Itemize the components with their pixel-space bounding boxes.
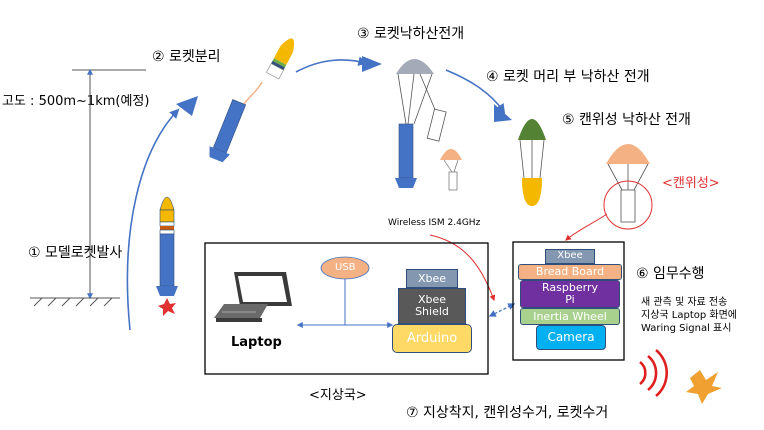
- small-orange-parachute: [440, 149, 462, 191]
- cansat-box: [512, 241, 625, 361]
- ground-xbee: Xbee: [406, 269, 458, 288]
- cansat-xbee: Xbee: [545, 249, 595, 264]
- laptop-icon: [214, 272, 292, 322]
- wireless-link: [429, 234, 516, 317]
- cansat-label: <캔위성>: [662, 176, 720, 191]
- stage-6-label: ⑥ 임무수행: [636, 266, 705, 282]
- trajectory-arrow-2: [362, 56, 382, 72]
- mission-notes: 새 관측 및 자료 전송 지상국 Laptop 화면에 Waring Signa…: [641, 296, 737, 335]
- laptop-usb-link: [296, 278, 394, 328]
- descending-rocket-body: [395, 123, 417, 188]
- stage-3-label: ③ 로켓낙하산전개: [357, 26, 465, 42]
- separated-rocket-body: [209, 99, 247, 163]
- ground-xbee-shield: Xbee Shield: [398, 288, 466, 324]
- usb-ellipse: [320, 256, 370, 280]
- altitude-scale: [30, 68, 146, 307]
- launch-rocket: [156, 196, 178, 316]
- cansat-raspberry-pi: Raspberry Pi: [520, 280, 620, 308]
- altitude-label: 고도 : 500m~1km(예정): [2, 94, 150, 109]
- separated-rocket-nose: [266, 38, 295, 80]
- wireless-label: Wireless ISM 2.4GHz: [388, 218, 481, 228]
- stage-7-label: ⑦ 지상착지, 캔위성수거, 로켓수거: [406, 405, 609, 421]
- laptop-label: Laptop: [231, 335, 282, 350]
- ground-station-label: <지상국>: [309, 388, 367, 403]
- warning-signal-icon: [639, 349, 669, 397]
- usb-label: USB: [335, 262, 356, 273]
- flight-trajectory: [126, 56, 506, 331]
- ground-station-box: [204, 242, 489, 375]
- cansat-camera: Camera: [536, 325, 606, 350]
- stage-2-label: ② 로켓분리: [152, 49, 221, 65]
- stage-4-label: ④ 로켓 머리 부 낙하산 전개: [486, 69, 650, 85]
- stage-1-label: ① 모델로켓발사: [28, 245, 123, 261]
- mission-note-3: Waring Signal 표시: [641, 323, 732, 334]
- stage-5-label: ⑤ 캔위성 낙하산 전개: [562, 112, 691, 128]
- rocket-body-parachute: [396, 59, 437, 125]
- cansat-bread-board: Bread Board: [518, 264, 622, 280]
- cansat-inertia-wheel: Inertia Wheel: [520, 308, 620, 325]
- trajectory-arrow-1: [176, 96, 198, 116]
- nose-cone-parachute: [518, 119, 546, 206]
- launch-flame: [158, 298, 176, 316]
- trajectory-arrow-3: [494, 104, 512, 122]
- mission-note-2: 지상국 Laptop 화면에: [641, 310, 737, 321]
- cansat-parachute: [603, 144, 653, 230]
- separating-payload-tube: [426, 108, 447, 142]
- bird-icon: [686, 370, 722, 404]
- mission-note-1: 새 관측 및 자료 전송: [641, 297, 728, 308]
- ground-arduino: Arduino: [392, 324, 472, 353]
